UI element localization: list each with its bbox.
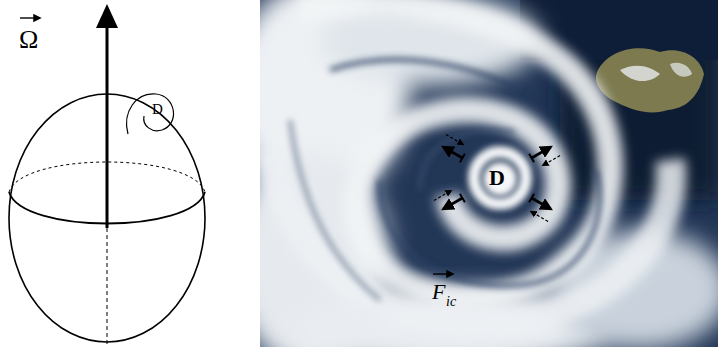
axis-hidden (107, 228, 108, 344)
earth-sphere (9, 4, 205, 344)
cyclone-sketch (127, 94, 174, 134)
coriolis-arrows (443, 147, 550, 209)
vector-arrow (20, 17, 40, 18)
wind-arrows (434, 135, 560, 222)
depression-mark: D (152, 102, 163, 117)
axis-arrowhead (96, 4, 118, 28)
satellite-image (260, 0, 718, 347)
rotation-axis (106, 24, 109, 228)
axis-symbol: Ω (19, 27, 38, 53)
force-symbol: F (432, 281, 445, 303)
force-subscript: ic (446, 295, 456, 309)
depression-mark: D (489, 167, 505, 189)
vector-arrow (433, 273, 453, 274)
